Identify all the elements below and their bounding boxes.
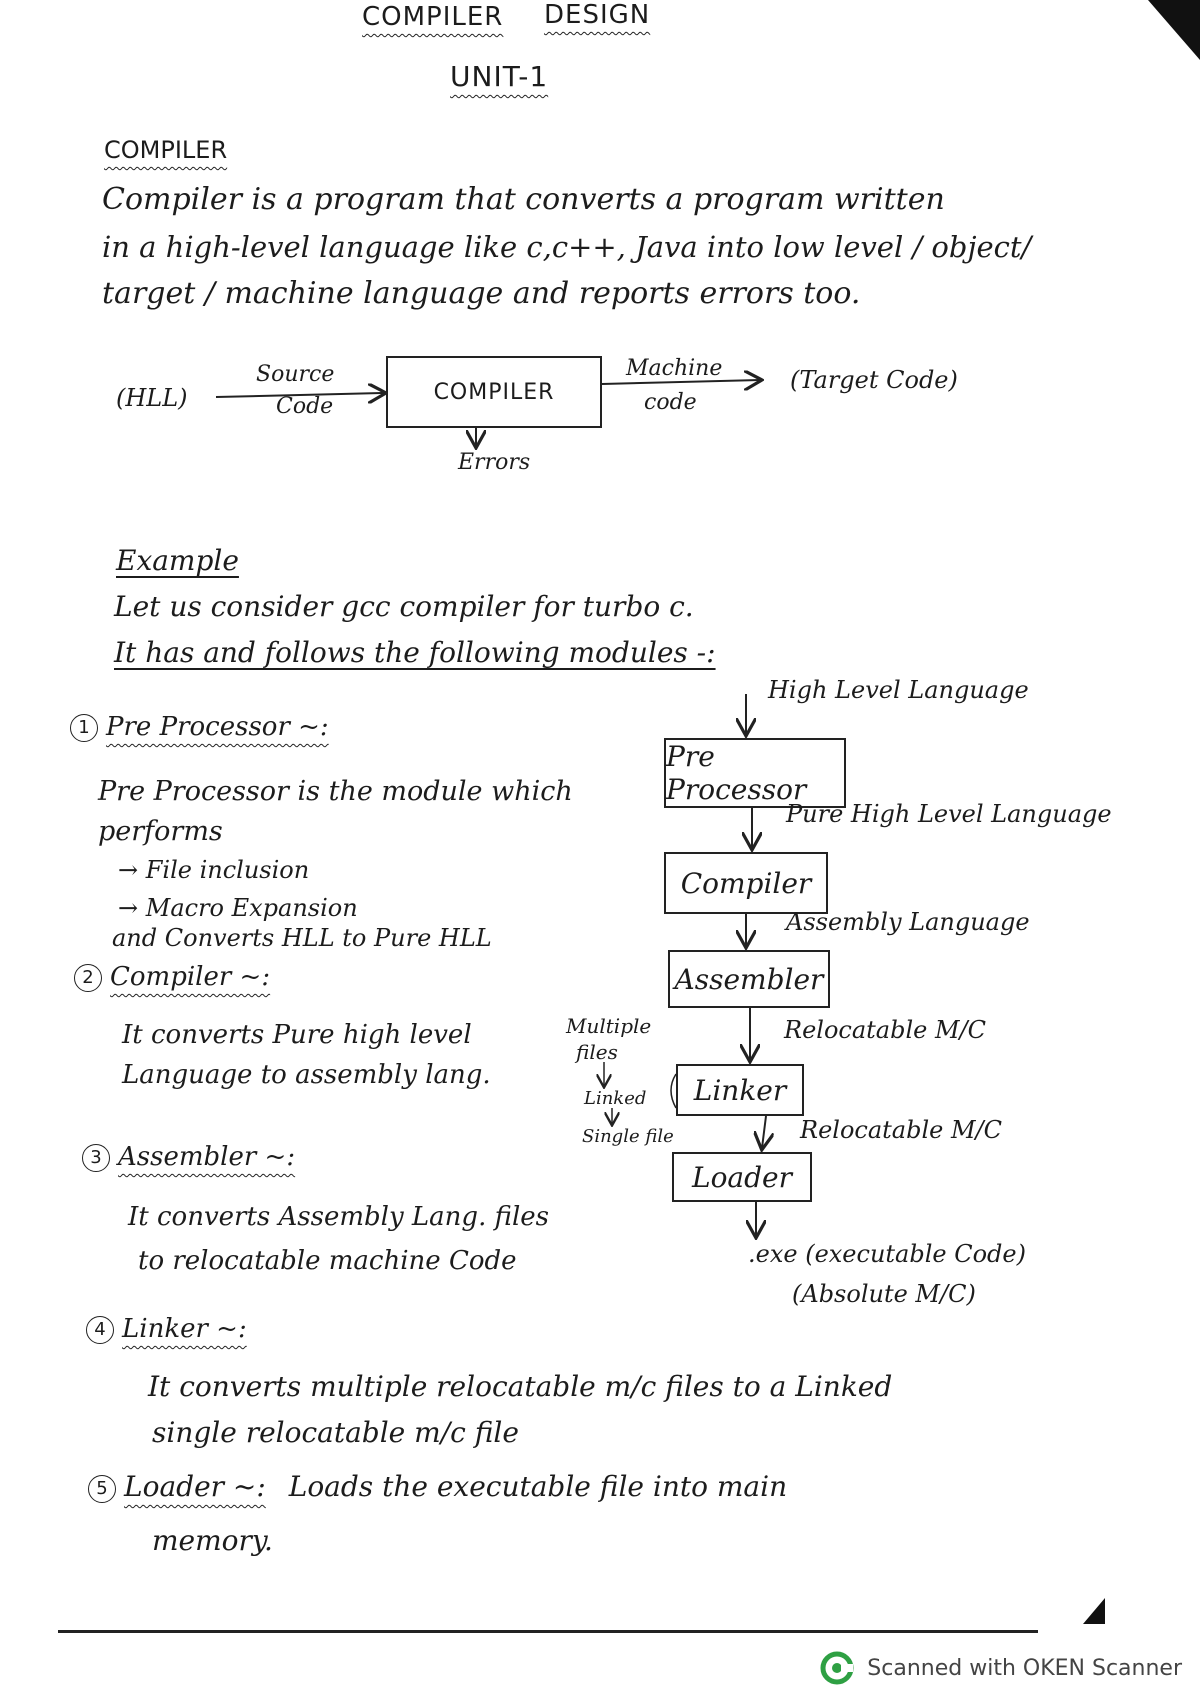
target-code-label: (Target Code) xyxy=(790,366,958,394)
scanner-watermark: Scanned with OKEN Scanner xyxy=(819,1650,1182,1686)
module-3-line-1: It converts Assembly Lang. files xyxy=(128,1202,549,1232)
page-corner-shadow xyxy=(1148,0,1200,60)
module-5-title-text: Loader ~: xyxy=(124,1470,266,1503)
errors-label: Errors xyxy=(458,450,531,475)
oken-scanner-icon xyxy=(820,1651,854,1685)
flow-label-4: Relocatable M/C xyxy=(800,1116,1002,1144)
flow-label-1: Pure High Level Language xyxy=(786,800,1112,828)
module-5-number: 5 xyxy=(88,1474,116,1503)
module-1-title-text: Pre Processor ~: xyxy=(106,712,329,742)
module-1-title: 1 Pre Processor ~: xyxy=(70,712,329,742)
flow-bottom-1: .exe (executable Code) xyxy=(748,1240,1026,1268)
definition-line-2: in a high-level language like c,c++, Jav… xyxy=(102,230,1032,264)
side-linked: Linked xyxy=(584,1088,647,1109)
module-5-title: 5 Loader ~: Loads the executable file int… xyxy=(88,1470,787,1503)
module-4-title: 4 Linker ~: xyxy=(86,1314,247,1344)
module-3-number: 3 xyxy=(82,1144,110,1172)
module-3-line-2: to relocatable machine Code xyxy=(138,1246,517,1276)
page-corner-bottom xyxy=(1083,1598,1105,1624)
hll-to-compiler-arrow xyxy=(215,393,384,397)
compiler-heading: COMPILER xyxy=(104,136,228,164)
module-4-title-text: Linker ~: xyxy=(122,1314,247,1344)
linker-box: Linker xyxy=(676,1064,804,1116)
scanner-text: Scanned with OKEN Scanner xyxy=(867,1655,1182,1681)
flow-label-3: Relocatable M/C xyxy=(784,1016,986,1044)
title-design: DESIGN xyxy=(544,0,651,30)
module-4-line-1: It converts multiple relocatable m/c fil… xyxy=(148,1370,893,1403)
compiler-to-target-arrow xyxy=(601,380,760,384)
side-multiple: Multiple xyxy=(566,1014,652,1038)
code-label: Code xyxy=(276,394,334,419)
module-1-line-3: → File inclusion xyxy=(118,856,310,884)
module-4-number: 4 xyxy=(86,1316,114,1344)
example-line-2: It has and follows the following modules… xyxy=(114,636,716,669)
page-bottom-edge xyxy=(58,1630,1038,1633)
source-label: Source xyxy=(256,362,335,387)
module-1-line-1: Pre Processor is the module which xyxy=(98,776,573,807)
module-1-line-5: and Converts HLL to Pure HLL xyxy=(112,924,492,952)
machine-label: Machine xyxy=(626,356,723,381)
module-2-line-2: Language to assembly lang. xyxy=(122,1060,491,1090)
module-1-number: 1 xyxy=(70,714,98,742)
module-2-number: 2 xyxy=(74,964,102,992)
module-2-line-1: It converts Pure high level xyxy=(122,1020,472,1050)
definition-line-1: Compiler is a program that converts a pr… xyxy=(102,182,945,217)
flow-arrow-4 xyxy=(762,1115,766,1148)
module-4-line-2: single relocatable m/c file xyxy=(152,1416,519,1449)
preprocessor-box: Pre Processor xyxy=(664,738,846,808)
title-compiler: COMPILER xyxy=(362,2,504,32)
side-files: files xyxy=(576,1040,618,1064)
side-single-file: Single file xyxy=(582,1126,674,1147)
linker-bracket xyxy=(670,1073,677,1109)
module-3-title-text: Assembler ~: xyxy=(118,1142,296,1172)
example-heading: Example xyxy=(116,544,239,577)
hll-label: (HLL) xyxy=(116,384,188,412)
unit-title: UNIT-1 xyxy=(450,60,549,93)
module-2-title-text: Compiler ~: xyxy=(110,962,271,992)
module-1-line-2: performs xyxy=(98,816,223,847)
module-1-line-4: → Macro Expansion xyxy=(118,894,358,922)
machine-code-label: code xyxy=(644,390,697,415)
module-2-title: 2 Compiler ~: xyxy=(74,962,270,992)
compiler-flow-box: Compiler xyxy=(664,852,828,914)
definition-line-3: target / machine language and reports er… xyxy=(102,276,861,311)
assembler-box: Assembler xyxy=(668,950,830,1008)
compiler-box: COMPILER xyxy=(386,356,602,428)
loader-box: Loader xyxy=(672,1152,812,1202)
module-5-line-2: memory. xyxy=(152,1524,273,1557)
example-line-1: Let us consider gcc compiler for turbo c… xyxy=(114,590,694,623)
flow-bottom-2: (Absolute M/C) xyxy=(792,1280,976,1308)
module-3-title: 3 Assembler ~: xyxy=(82,1142,295,1172)
module-5-line-1: Loads the executable file into main xyxy=(288,1470,788,1503)
flow-top-label: High Level Language xyxy=(768,676,1029,704)
flow-label-2: Assembly Language xyxy=(786,908,1030,936)
